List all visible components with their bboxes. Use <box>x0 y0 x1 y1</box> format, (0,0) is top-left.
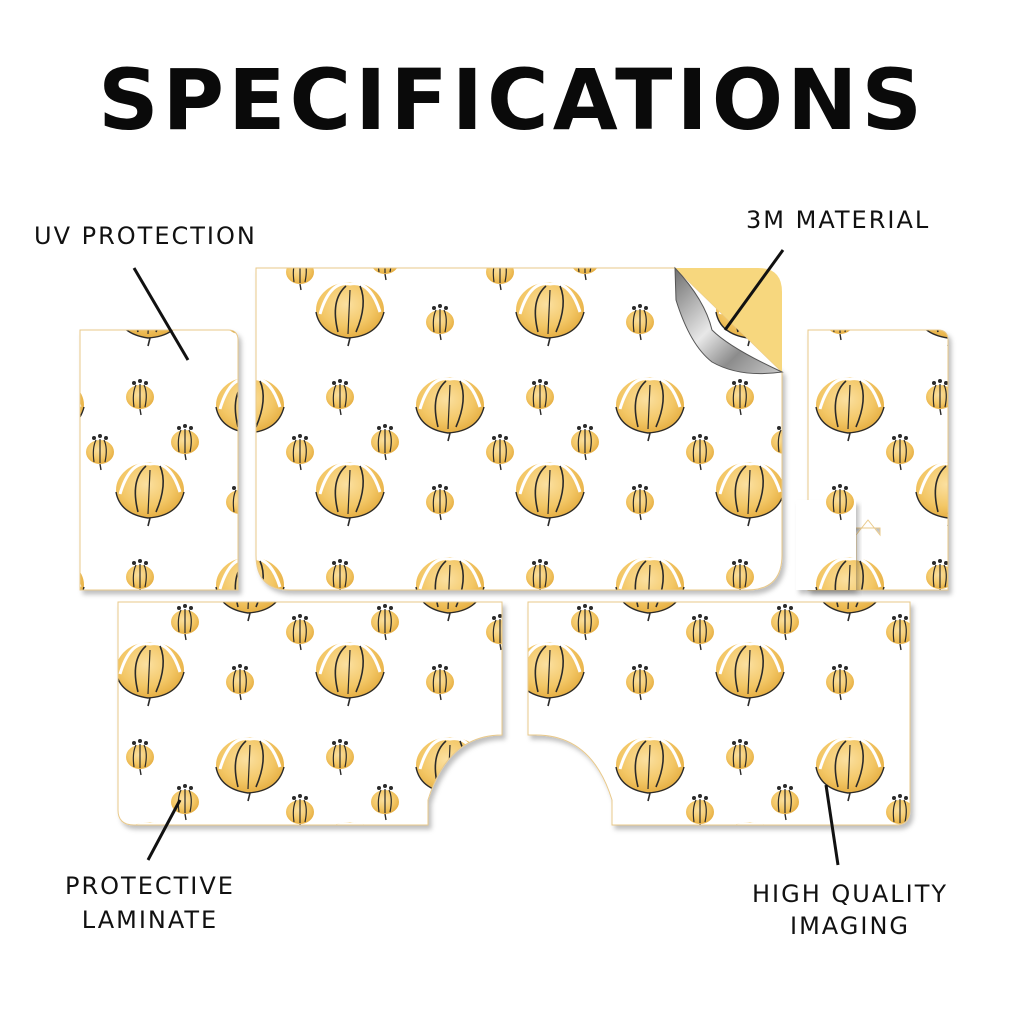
imaging-label-line1: HIGH QUALITY <box>751 880 949 908</box>
uv-protection-label: UV PROTECTION <box>34 222 257 250</box>
peeled-corner-3m <box>674 266 784 375</box>
uv-protection-pointer <box>132 267 190 361</box>
laminate-pointer <box>146 799 182 861</box>
top-panel <box>255 267 783 591</box>
material-label: 3M MATERIAL <box>746 206 931 234</box>
material-pointer <box>723 249 785 331</box>
imaging-pointer <box>824 784 840 866</box>
imaging-label-line2: IMAGING <box>789 912 910 940</box>
bottom-right-panel <box>527 601 911 826</box>
bottom-left-panel <box>117 601 503 826</box>
laminate-label-line1: PROTECTIVE <box>65 872 235 900</box>
laminate-label-line2: LAMINATE <box>81 906 219 934</box>
left-side-panel <box>79 329 239 591</box>
right-side-panel-lower <box>796 500 856 590</box>
page-title: SPECIFICATIONS <box>98 51 926 149</box>
